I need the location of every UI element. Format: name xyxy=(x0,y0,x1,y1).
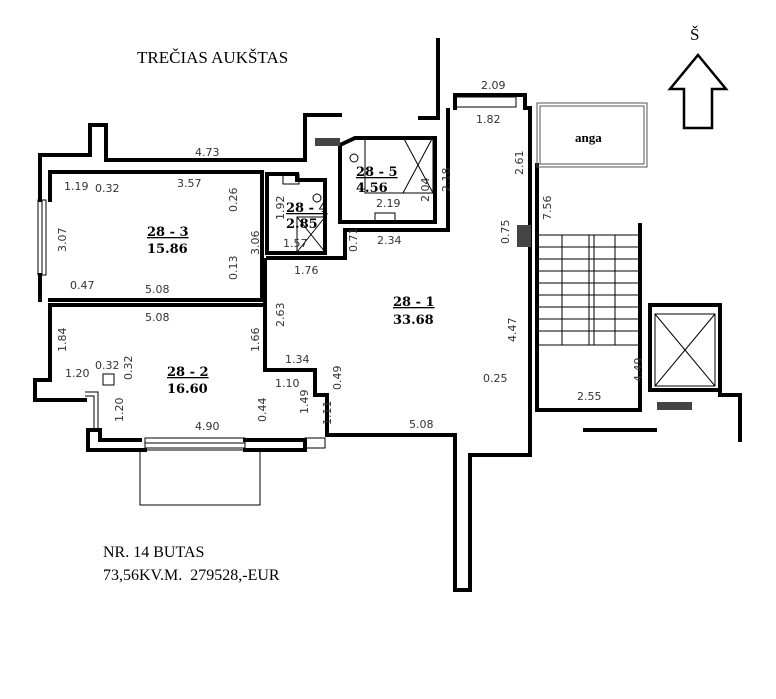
dimension-label: 2.18 xyxy=(440,168,453,193)
dimension-label: 0.25 xyxy=(483,372,508,385)
dimension-label: 1.49 xyxy=(298,390,311,415)
dimension-label: 0.32 xyxy=(122,356,135,381)
toilet-icon xyxy=(312,193,322,203)
dimension-label: 4.49 xyxy=(632,358,645,383)
dimension-label: 1.19 xyxy=(64,180,89,193)
apartment-number: NR. 14 BUTAS xyxy=(103,544,204,561)
north-arrow: Š xyxy=(667,25,729,130)
dimension-label: 7.56 xyxy=(541,196,554,221)
dimension-label: 2.09 xyxy=(481,79,506,92)
dimension-label: 5.08 xyxy=(409,418,434,431)
dimension-label: 0.13 xyxy=(227,256,240,281)
dimension-label: 2.61 xyxy=(513,151,526,176)
room-area: 4.56 xyxy=(356,181,388,196)
north-label: Š xyxy=(690,25,699,44)
dimension-label: 0.26 xyxy=(227,188,240,213)
dimension-label: 2.34 xyxy=(377,234,402,247)
dimension-label: 5.08 xyxy=(145,311,170,324)
dimension-label: 1.57 xyxy=(283,237,308,250)
dimension-label: 2.55 xyxy=(577,390,602,403)
fixtures xyxy=(102,136,692,410)
dimension-label: 0.44 xyxy=(256,398,269,423)
dimension-label: 4.47 xyxy=(506,318,519,343)
dimension-label: 0.47 xyxy=(70,279,95,292)
dimension-label: 1.20 xyxy=(65,367,90,380)
room-area: 15.86 xyxy=(147,242,188,257)
dimension-label: 3.57 xyxy=(177,177,202,190)
dimension-label: 5.08 xyxy=(145,283,170,296)
dimension-label: 0.71 xyxy=(347,228,360,253)
room-id: 28 - 2 xyxy=(167,365,209,380)
dimension-label: 1.10 xyxy=(275,377,300,390)
dimension-label: 1.82 xyxy=(476,113,501,126)
dimension-label: 1.76 xyxy=(294,264,319,277)
room-id: 28 - 1 xyxy=(393,295,435,310)
room-area: 33.68 xyxy=(393,313,434,328)
dimension-label: 3.07 xyxy=(56,228,69,253)
opening-label: anga xyxy=(575,130,602,145)
opening-anga: anga xyxy=(536,102,648,168)
shower-28-5 xyxy=(364,136,434,194)
dimension-label: 0.49 xyxy=(331,366,344,391)
dimension-label: 2.04 xyxy=(419,178,432,203)
dimension-label: 4.73 xyxy=(195,146,220,159)
windows xyxy=(37,96,517,506)
dimension-label: 2.63 xyxy=(274,303,287,328)
room-id: 28 - 5 xyxy=(356,165,398,180)
room-labels: 28 - 1 33.68 28 - 2 16.60 28 - 3 15.86 2… xyxy=(147,165,435,397)
area-price: 73,56KV.M. 279528,-EUR xyxy=(103,567,280,584)
room-id: 28 - 3 xyxy=(147,225,189,240)
staircase xyxy=(537,234,640,346)
dimension-label: 2.19 xyxy=(376,197,401,210)
dimension-label: 0.32 xyxy=(95,359,120,372)
floor-title: TREČIAS AUKŠTAS xyxy=(137,48,288,67)
dimension-label: 1.92 xyxy=(274,196,287,221)
dimension-label: 1.11 xyxy=(321,401,334,426)
north-arrow-icon xyxy=(667,53,729,130)
room-area: 16.60 xyxy=(167,382,208,397)
toilet-icon xyxy=(349,153,359,163)
dimension-label: 4.90 xyxy=(195,420,220,433)
dimension-label: 0.32 xyxy=(95,182,120,195)
dimension-label: 1.34 xyxy=(285,353,310,366)
room-area: 2.85 xyxy=(286,217,318,232)
walls xyxy=(33,38,742,592)
dimension-label: 1.84 xyxy=(56,328,69,353)
dimension-label: 0.75 xyxy=(499,220,512,245)
elevator xyxy=(654,313,716,387)
dimension-labels: 4.73 1.19 0.32 3.57 0.26 3.07 3.06 0.13 … xyxy=(56,79,645,433)
dimension-label: 1.66 xyxy=(249,328,262,353)
room-id: 28 - 4 xyxy=(286,201,328,216)
dimension-label: 1.20 xyxy=(113,398,126,423)
dimension-label: 3.06 xyxy=(249,231,262,256)
shower-28-4 xyxy=(296,216,326,253)
